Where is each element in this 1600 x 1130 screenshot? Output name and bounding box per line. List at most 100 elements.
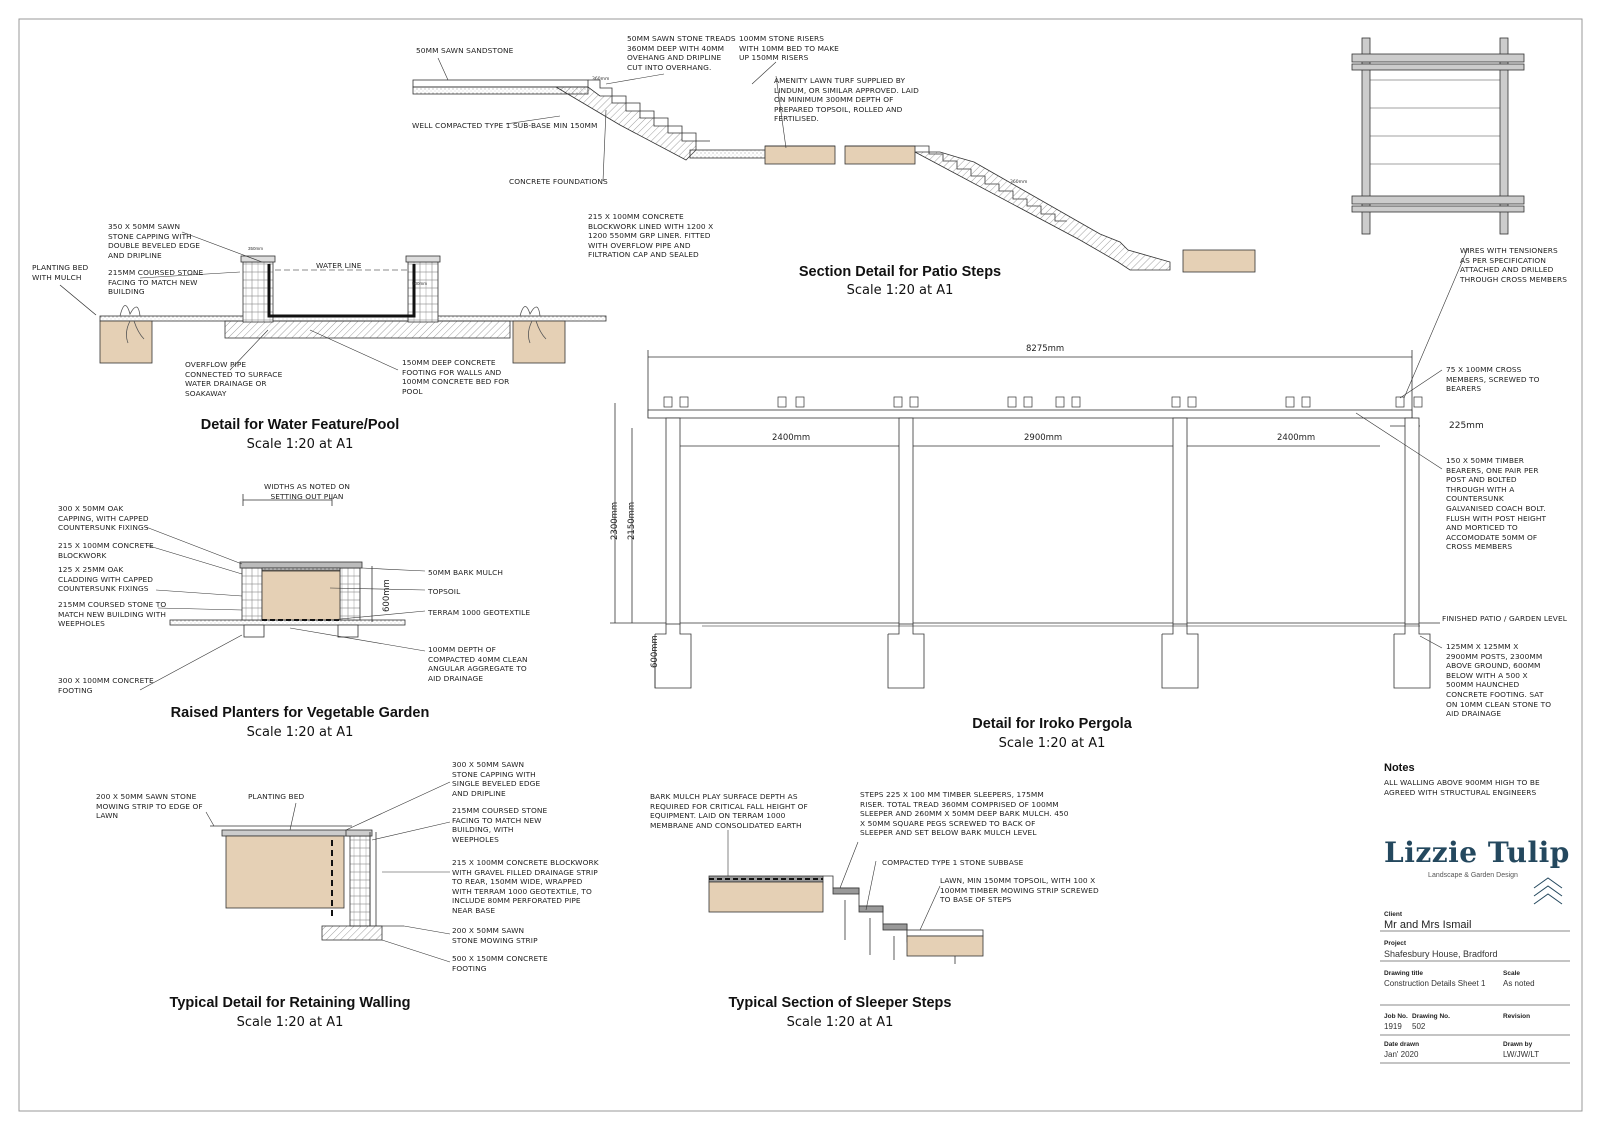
pool-dim-2: 500mm xyxy=(412,281,427,286)
pool-note-waterline: WATER LINE xyxy=(316,261,362,270)
planter-dim-height: 600mm xyxy=(382,579,392,612)
sheet-border xyxy=(18,18,1583,1112)
planter-note-aggregate: 100MM DEPTH OF COMPACTED 40MM CLEAN ANGU… xyxy=(428,645,528,683)
sleeper-drawing xyxy=(708,875,984,964)
pergola-dim-bearer: 225mm xyxy=(1449,421,1484,431)
drawing-no-label: Drawing No. xyxy=(1412,1013,1450,1020)
drawing-no-value: 502 xyxy=(1412,1022,1426,1031)
patio-dim-1: 360mm xyxy=(592,76,609,82)
pergola-note-posts: 125MM X 125MM X 2900MM POSTS, 2300MM ABO… xyxy=(1446,642,1552,719)
pergola-cross-member-2 xyxy=(679,396,689,408)
pool-dim-1: 350mm xyxy=(248,246,263,251)
patio-note-sandstone: 50MM SAWN SANDSTONE xyxy=(416,46,514,55)
pergola-note-bearers: 150 X 50MM TIMBER BEARERS, ONE PAIR PER … xyxy=(1446,456,1547,552)
pool-note-footing: 150MM DEEP CONCRETE FOOTING FOR WALLS AN… xyxy=(402,358,510,396)
pool-note-capping: 350 X 50MM SAWN STONE CAPPING WITH DOUBL… xyxy=(108,222,201,260)
pool-note-facing: 215MM COURSED STONE FACING TO MATCH NEW … xyxy=(108,268,204,297)
pergola-cross-member-6 xyxy=(909,396,919,408)
planter-note-widths: WIDTHS AS NOTED ON SETTING OUT PLAN xyxy=(263,482,351,501)
client-value: Mr and Mrs Ismail xyxy=(1384,919,1472,931)
notes-text: ALL WALLING ABOVE 900MM HIGH TO BE AGREE… xyxy=(1384,778,1540,797)
pergola-footing-4 xyxy=(1393,624,1431,689)
retaining-drawing xyxy=(210,825,404,941)
patio-note-subbase: WELL COMPACTED TYPE 1 SUB-BASE MIN 150MM xyxy=(412,121,598,130)
patio-dim-2: 360mm xyxy=(1010,179,1027,185)
pergola-cross-member-13 xyxy=(1285,396,1295,408)
patio-note-foundations: CONCRETE FOUNDATIONS xyxy=(509,177,608,186)
drawing-title-label: Drawing title xyxy=(1384,970,1424,977)
planter-note-stone: 215MM COURSED STONE TO MATCH NEW BUILDIN… xyxy=(58,600,167,629)
planter-note-cladding: 125 X 25MM OAK CLADDING WITH CAPPED COUN… xyxy=(58,565,154,594)
pergola-dim-h2: 2150mm xyxy=(627,501,637,540)
drawn-label: Drawn by xyxy=(1503,1041,1533,1048)
date-label: Date drawn xyxy=(1384,1041,1420,1048)
project-label: Project xyxy=(1384,940,1407,947)
pergola-drawing xyxy=(610,350,1440,688)
pergola-cross-member-15 xyxy=(1395,396,1405,408)
revision-label: Revision xyxy=(1503,1013,1531,1020)
sleeper-note-steps: STEPS 225 X 100 MM TIMBER SLEEPERS, 175M… xyxy=(860,790,1069,838)
pergola-post-1 xyxy=(665,417,681,625)
planter-note-blockwork: 215 X 100MM CONCRETE BLOCKWORK xyxy=(58,541,154,560)
pergola-cross-member-8 xyxy=(1023,396,1033,408)
drawing-title-value: Construction Details Sheet 1 xyxy=(1384,979,1486,988)
retaining-title: Typical Detail for Retaining Walling xyxy=(169,995,411,1011)
pergola-title: Detail for Iroko Pergola xyxy=(972,716,1132,732)
retaining-note-mowing2: 200 X 50MM SAWN STONE MOWING STRIP xyxy=(452,926,538,945)
sleeper-scale: Scale 1:20 at A1 xyxy=(786,1015,894,1030)
sleeper-note-subbase: COMPACTED TYPE 1 STONE SUBBASE xyxy=(882,858,1024,867)
retaining-note-mowing: 200 X 50MM SAWN STONE MOWING STRIP TO ED… xyxy=(96,792,203,821)
pool-drawing xyxy=(59,255,607,364)
date-value: Jan' 2020 xyxy=(1384,1050,1419,1059)
pergola-cross-members xyxy=(663,396,1423,408)
retaining-note-footing: 500 X 150MM CONCRETE FOOTING xyxy=(452,954,548,973)
pergola-footing-2 xyxy=(887,624,925,689)
planter-note-oak-capping: 300 X 50MM OAK CAPPING, WITH CAPPED COUN… xyxy=(58,504,149,533)
pergola-cross-member-4 xyxy=(795,396,805,408)
pergola-footing-1 xyxy=(654,624,692,689)
sleeper-title: Typical Section of Sleeper Steps xyxy=(728,995,952,1011)
pergola-dim-h1: 2300mm xyxy=(610,501,620,540)
notes-heading: Notes xyxy=(1384,762,1415,774)
job-label: Job No. xyxy=(1384,1013,1408,1020)
pergola-dim-bay3: 2400mm xyxy=(1277,433,1316,443)
brand-logo: Lizzie Tulip xyxy=(1384,836,1570,869)
pergola-cross-member-11 xyxy=(1171,396,1181,408)
patio-title: Section Detail for Patio Steps xyxy=(798,264,1002,280)
pergola-cross-member-5 xyxy=(893,396,903,408)
retaining-note-facing: 215MM COURSED STONE FACING TO MATCH NEW … xyxy=(452,806,548,844)
job-value: 1919 xyxy=(1384,1022,1402,1031)
pergola-note-cross: 75 X 100MM CROSS MEMBERS, SCREWED TO BEA… xyxy=(1446,365,1540,394)
planter-title: Raised Planters for Vegetable Garden xyxy=(170,705,430,721)
planter-note-terram: TERRAM 1000 GEOTEXTILE xyxy=(428,608,531,617)
drawn-value: LW/JW/LT xyxy=(1503,1050,1540,1059)
pool-title: Detail for Water Feature/Pool xyxy=(200,417,400,433)
pergola-cross-member-12 xyxy=(1187,396,1197,408)
pergola-cross-member-16 xyxy=(1413,396,1423,408)
pergola-dim-overall: 8275mm xyxy=(1026,344,1065,354)
title-block xyxy=(1380,877,1570,1064)
pool-scale: Scale 1:20 at A1 xyxy=(246,437,354,452)
planter-drawing xyxy=(169,494,406,638)
pergola-note-finished: FINISHED PATIO / GARDEN LEVEL xyxy=(1442,614,1567,623)
pergola-post-2 xyxy=(898,417,914,625)
retaining-note-capping: 300 X 50MM SAWN STONE CAPPING WITH SINGL… xyxy=(452,760,541,798)
sleeper-note-bark: BARK MULCH PLAY SURFACE DEPTH AS REQUIRE… xyxy=(650,792,808,830)
pergola-scale: Scale 1:20 at A1 xyxy=(998,736,1106,751)
patio-note-risers: 100MM STONE RISERS WITH 10MM BED TO MAKE… xyxy=(739,34,839,63)
pergola-post-3 xyxy=(1172,417,1188,625)
pergola-posts xyxy=(654,417,1431,689)
pool-note-blockwork: 215 X 100MM CONCRETE BLOCKWORK LINED WIT… xyxy=(588,212,714,260)
patio-scale: Scale 1:20 at A1 xyxy=(846,283,954,298)
pergola-cross-member-10 xyxy=(1071,396,1081,408)
patio-steps-drawing xyxy=(412,79,1256,273)
pergola-footing-3 xyxy=(1161,624,1199,689)
pergola-post-4 xyxy=(1404,417,1420,625)
retaining-scale: Scale 1:20 at A1 xyxy=(236,1015,344,1030)
retaining-note-planting: PLANTING BED xyxy=(248,792,305,801)
planter-scale: Scale 1:20 at A1 xyxy=(246,725,354,740)
pergola-cross-member-14 xyxy=(1301,396,1311,408)
pergola-cross-member-3 xyxy=(777,396,787,408)
brand-tagline: Landscape & Garden Design xyxy=(1428,872,1518,879)
